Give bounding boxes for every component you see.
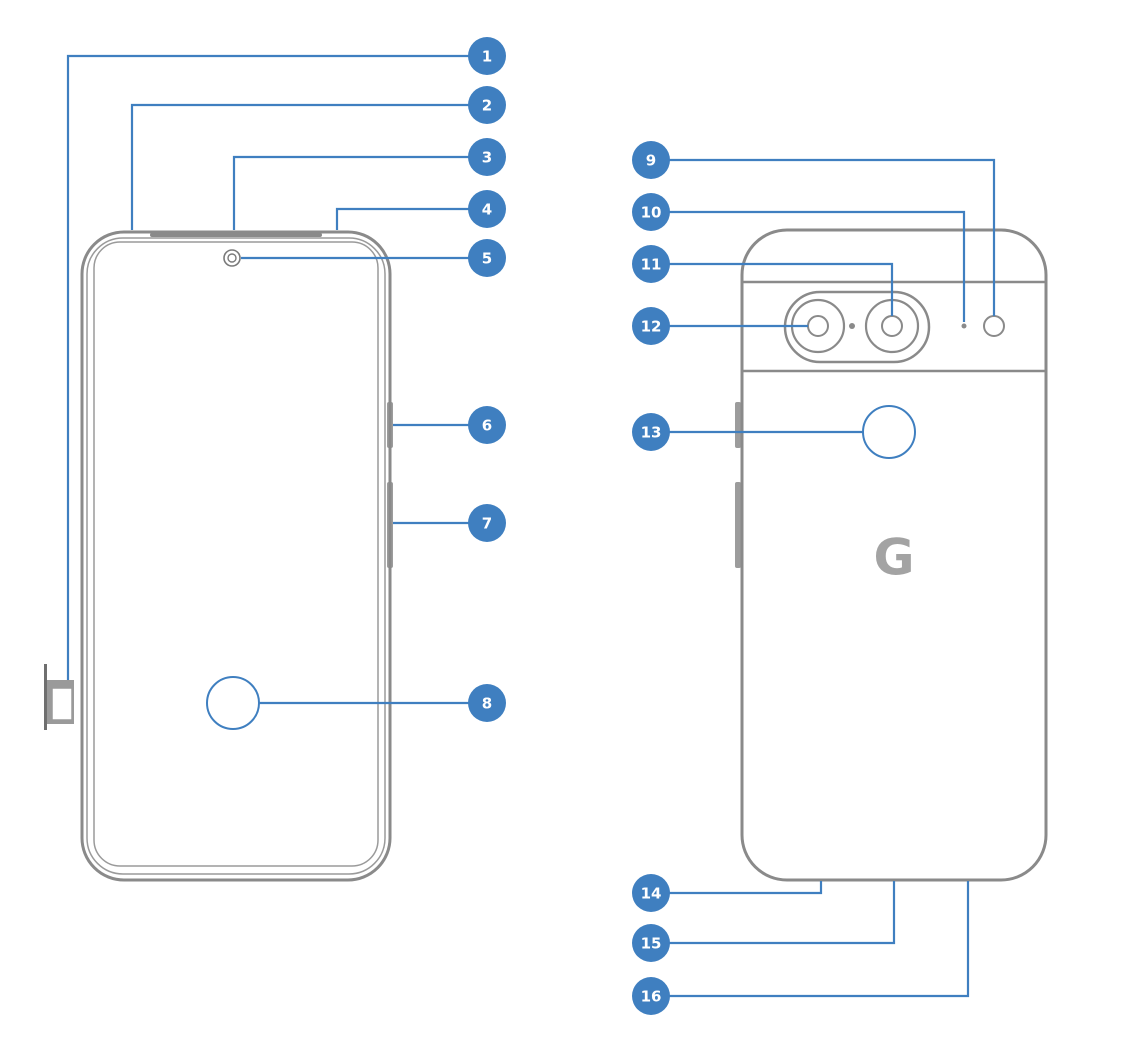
leader-line-16 xyxy=(651,881,970,998)
leader-line-15 xyxy=(651,881,896,945)
svg-text:8: 8 xyxy=(482,695,492,713)
callout-badge-13: 13 xyxy=(632,413,670,451)
power-button-back xyxy=(735,482,741,568)
svg-text:7: 7 xyxy=(482,515,492,533)
callout-badge-7: 7 xyxy=(468,504,506,542)
callout-badge-3: 3 xyxy=(468,138,506,176)
camera-module-mic-dot xyxy=(849,323,855,329)
leader-line-2 xyxy=(130,103,487,230)
svg-text:5: 5 xyxy=(482,250,492,268)
svg-text:12: 12 xyxy=(641,318,662,336)
front-inner-bezel xyxy=(86,237,386,875)
callout-badge-5: 5 xyxy=(468,239,506,277)
front-body-outline xyxy=(80,230,392,882)
leader-line-4 xyxy=(335,207,487,230)
svg-text:6: 6 xyxy=(482,417,492,435)
svg-text:3: 3 xyxy=(482,149,492,167)
svg-text:2: 2 xyxy=(482,97,492,115)
svg-text:16: 16 xyxy=(641,988,662,1006)
callout-badge-11: 11 xyxy=(632,245,670,283)
svg-text:11: 11 xyxy=(641,256,662,274)
back-body-outline xyxy=(740,228,1048,882)
rear-sensor-ring xyxy=(862,405,916,459)
svg-text:1: 1 xyxy=(482,48,492,66)
sim-tray xyxy=(44,664,74,730)
callout-badge-15: 15 xyxy=(632,924,670,962)
flash-icon xyxy=(983,315,1005,337)
callout-badge-6: 6 xyxy=(468,406,506,444)
leader-lines xyxy=(66,54,996,998)
callout-badges: 1 2 3 4 5 6 7 8 9 10 11 12 13 14 15 16 xyxy=(468,37,670,1015)
svg-text:4: 4 xyxy=(482,201,492,219)
google-logo: G xyxy=(873,529,914,587)
volume-button-back xyxy=(735,402,741,448)
phone-back-view: G xyxy=(735,228,1048,882)
svg-text:10: 10 xyxy=(641,204,662,222)
svg-text:15: 15 xyxy=(641,935,662,953)
callout-badge-12: 12 xyxy=(632,307,670,345)
leader-line-11 xyxy=(651,262,894,316)
earpiece-speaker xyxy=(150,233,322,237)
leader-line-10 xyxy=(651,210,966,322)
leader-line-14 xyxy=(651,881,823,895)
phone-front-view xyxy=(44,230,393,882)
ultrawide-camera-lens-icon xyxy=(790,298,846,354)
svg-text:13: 13 xyxy=(641,424,662,442)
callout-badge-4: 4 xyxy=(468,190,506,228)
front-camera-icon xyxy=(223,249,241,267)
rear-microphone-dot xyxy=(961,323,967,329)
callout-badge-14: 14 xyxy=(632,874,670,912)
screen-outline xyxy=(93,241,379,867)
svg-text:9: 9 xyxy=(646,152,656,170)
callout-badge-16: 16 xyxy=(632,977,670,1015)
main-camera-lens-icon xyxy=(864,298,920,354)
svg-text:14: 14 xyxy=(641,885,662,903)
callout-badge-8: 8 xyxy=(468,684,506,722)
callout-badge-2: 2 xyxy=(468,86,506,124)
callout-badge-1: 1 xyxy=(468,37,506,75)
leader-line-1 xyxy=(66,54,487,680)
callout-badge-10: 10 xyxy=(632,193,670,231)
callout-badge-9: 9 xyxy=(632,141,670,179)
fingerprint-sensor-ring xyxy=(206,676,260,730)
leader-line-3 xyxy=(232,155,487,230)
leader-line-9 xyxy=(651,158,996,316)
